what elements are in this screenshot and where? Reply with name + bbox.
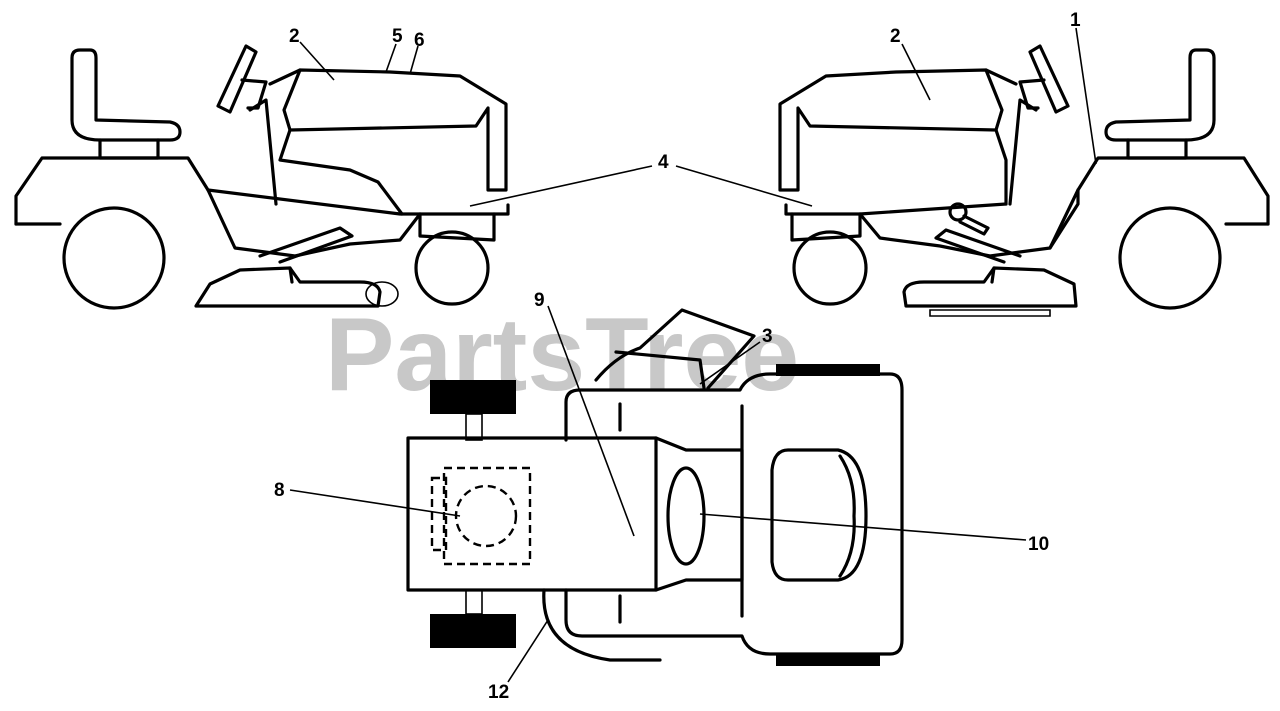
callout-9: 9 [534, 290, 545, 311]
discharge-chute [594, 308, 756, 390]
left-pedal [258, 226, 354, 264]
right-hood [778, 68, 1018, 206]
callout-2-left: 2 [289, 26, 300, 47]
left-rear-wheel [62, 206, 166, 310]
left-seat [70, 48, 182, 142]
callout-8: 8 [274, 480, 285, 501]
left-steering-wheel [216, 44, 258, 114]
watermark-text: PartsTree [325, 297, 799, 413]
left-hood [268, 68, 508, 216]
top-right-front-tire [776, 654, 880, 666]
right-lever-knob [948, 202, 968, 222]
top-right-rear-tire [430, 614, 516, 648]
callout-5: 5 [392, 26, 403, 47]
top-left-rear-tire [430, 380, 516, 414]
top-steering-wheel [666, 466, 706, 566]
callout-10: 10 [1028, 534, 1049, 555]
right-steering-wheel [1028, 44, 1070, 114]
callout-6: 6 [414, 30, 425, 51]
callout-3: 3 [762, 326, 773, 347]
right-mower-deck [902, 266, 1078, 308]
right-pedal [934, 228, 1022, 264]
leader-lines [289, 27, 1097, 683]
callout-12: 12 [488, 682, 509, 703]
right-seat [1104, 48, 1216, 142]
left-rear-body [14, 156, 510, 258]
left-front-wheel [414, 230, 490, 306]
right-front-wheel [792, 230, 868, 306]
top-mower-deck [564, 372, 904, 656]
callout-2-right: 2 [890, 26, 901, 47]
right-side-view-tractor [778, 44, 1270, 317]
top-rear-body [406, 436, 658, 592]
callout-4: 4 [658, 152, 669, 173]
right-rear-wheel [1118, 206, 1222, 310]
top-hood [654, 436, 744, 592]
callout-1: 1 [1070, 10, 1081, 31]
right-rear-body [784, 156, 1270, 258]
left-side-view-tractor [14, 44, 510, 310]
callout-numbers: 2 5 6 4 2 1 3 8 9 10 12 [274, 10, 1081, 703]
top-view-tractor [406, 308, 904, 666]
top-grille [770, 448, 868, 582]
